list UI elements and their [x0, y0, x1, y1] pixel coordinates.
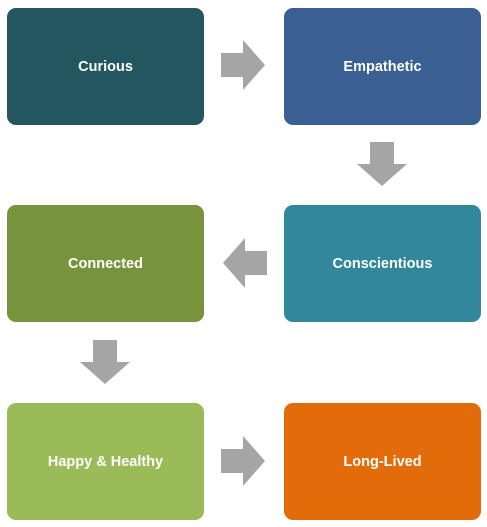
node-empathetic-label: Empathetic — [343, 58, 422, 75]
node-long-lived: Long-Lived — [284, 403, 481, 520]
right-arrow-icon — [221, 436, 265, 486]
node-happy-healthy: Happy & Healthy — [7, 403, 204, 520]
node-long-lived-label: Long-Lived — [343, 453, 422, 470]
left-arrow-icon — [223, 238, 267, 288]
node-connected: Connected — [7, 205, 204, 322]
right-arrow-icon — [221, 40, 265, 90]
node-curious: Curious — [7, 8, 204, 125]
down-arrow-icon — [357, 142, 407, 186]
node-connected-label: Connected — [68, 255, 143, 272]
node-curious-label: Curious — [78, 58, 133, 75]
node-happy-healthy-label: Happy & Healthy — [47, 453, 164, 470]
node-conscientious: Conscientious — [284, 205, 481, 322]
node-conscientious-label: Conscientious — [332, 255, 433, 272]
node-empathetic: Empathetic — [284, 8, 481, 125]
down-arrow-icon — [80, 340, 130, 384]
